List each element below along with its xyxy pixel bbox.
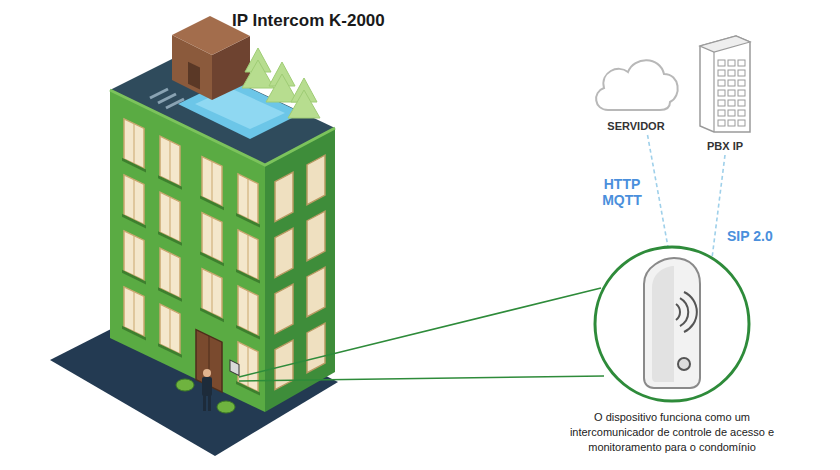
window — [307, 211, 325, 261]
dashed-link — [648, 135, 668, 247]
window-bar — [211, 273, 212, 313]
person — [202, 369, 212, 411]
rack-slot — [738, 60, 745, 66]
window — [307, 267, 325, 317]
cloud-icon — [588, 52, 684, 116]
window-ledge — [236, 269, 260, 284]
rack-slot — [718, 60, 725, 66]
window-bar — [133, 292, 134, 332]
protocol-label: HTTP MQTT — [596, 176, 648, 208]
rack-slot — [718, 80, 725, 86]
window-bar — [169, 197, 170, 237]
window-bar — [133, 180, 134, 220]
window — [275, 172, 293, 222]
rack-slot — [738, 90, 745, 96]
window-ledge — [200, 252, 224, 267]
rack-slot — [738, 70, 745, 76]
window-bar — [169, 253, 170, 293]
rack-slot — [738, 120, 745, 126]
window-ledge — [122, 158, 146, 173]
roof-door — [188, 62, 200, 90]
rack-slot — [728, 80, 735, 86]
dashed-link — [712, 155, 725, 258]
window-bar — [169, 141, 170, 181]
caption-text: O dispositivo funciona como um intercomu… — [565, 410, 779, 455]
window-bar — [211, 217, 212, 257]
rack-slot — [728, 100, 735, 106]
side-windows — [275, 155, 325, 390]
window-bar — [133, 236, 134, 276]
window-ledge — [200, 308, 224, 323]
window-ledge — [236, 213, 260, 228]
roof-stripes — [150, 89, 184, 108]
window-bar — [247, 179, 248, 219]
node-label: PBX IP — [692, 140, 758, 152]
window-bar — [169, 309, 170, 349]
rack-slot — [728, 90, 735, 96]
rack-slot — [738, 110, 745, 116]
window — [307, 323, 325, 373]
node-label: SERVIDOR — [588, 120, 684, 132]
window-ledge — [122, 270, 146, 285]
diagram-title: IP Intercom K-2000 — [232, 11, 385, 31]
building-side — [265, 128, 335, 412]
entrance — [196, 330, 239, 401]
window — [275, 284, 293, 334]
rack-slot — [738, 80, 745, 86]
zoom-leader — [239, 376, 604, 381]
window-ledge — [122, 326, 146, 341]
window-ledge — [158, 231, 182, 246]
window-ledge — [236, 381, 260, 396]
window-ledge — [122, 214, 146, 229]
rack-slot — [738, 100, 745, 106]
pbx-server-icon — [692, 32, 758, 136]
trees — [242, 48, 320, 118]
rack-slot — [718, 90, 725, 96]
zoom-leader — [239, 288, 601, 377]
window-ledge — [158, 343, 182, 358]
rack-slot — [728, 70, 735, 76]
rack-slot — [718, 110, 725, 116]
front-windows — [122, 118, 260, 396]
device-node: O dispositivo funciona como um intercomu… — [562, 244, 782, 455]
window-bar — [211, 161, 212, 201]
rack-slot — [728, 110, 735, 116]
window-bar — [133, 124, 134, 164]
rack-slot — [728, 60, 735, 66]
window-ledge — [158, 175, 182, 190]
rack-slot — [728, 120, 735, 126]
window — [307, 155, 325, 205]
protocol-label: SIP 2.0 — [726, 228, 774, 244]
server-node: SERVIDOR — [588, 52, 684, 132]
window — [275, 228, 293, 278]
rack-slot — [718, 70, 725, 76]
rack-slot — [718, 120, 725, 126]
rack-slot — [718, 100, 725, 106]
window-bar — [247, 235, 248, 275]
window-ledge — [200, 196, 224, 211]
device-zoom-circle — [592, 244, 752, 404]
pbx-node: PBX IP — [692, 32, 758, 152]
window-ledge — [236, 325, 260, 340]
window-bar — [247, 291, 248, 331]
window-ledge — [158, 287, 182, 302]
